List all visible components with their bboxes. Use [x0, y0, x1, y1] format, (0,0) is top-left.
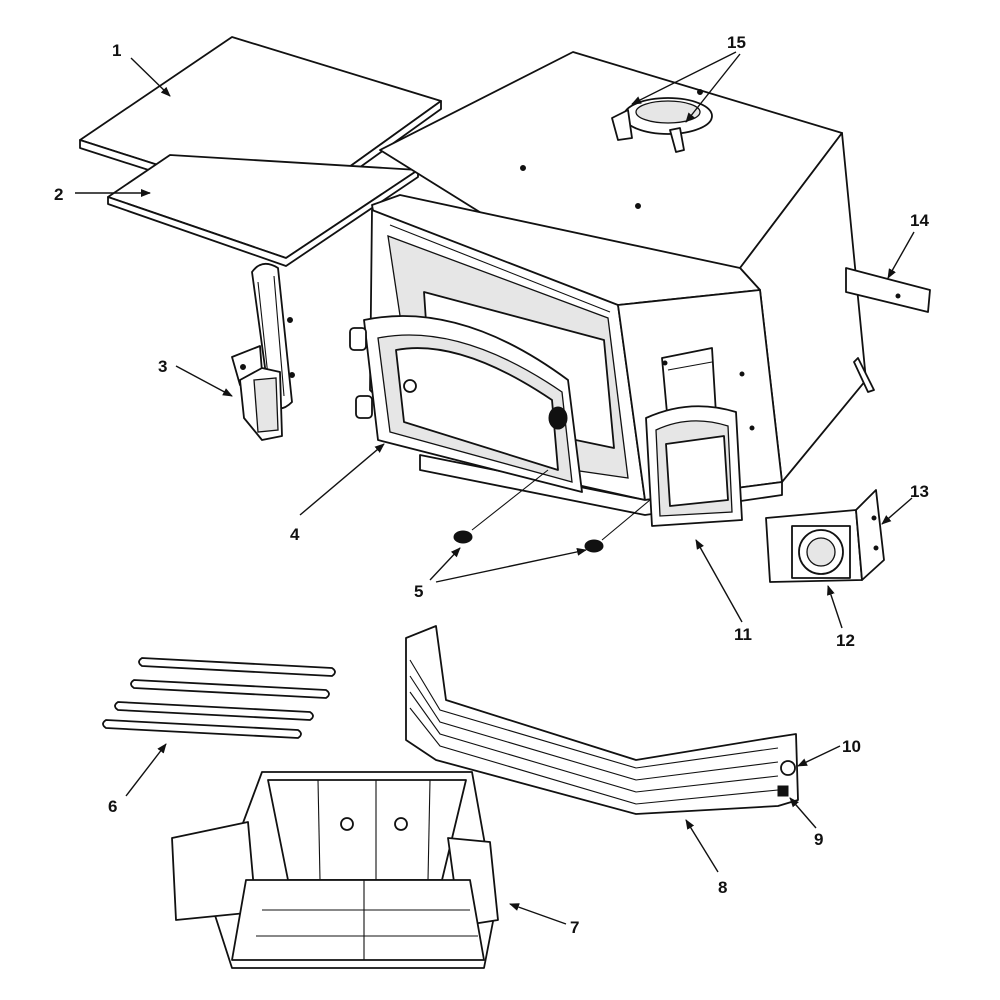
callout-4: 4: [290, 525, 300, 544]
callout-10: 10: [842, 737, 861, 756]
part-7-firebrick: [171, 771, 499, 969]
callout-2: 2: [54, 185, 63, 204]
part-12-13-blower: [765, 489, 885, 583]
callout-7: 7: [570, 918, 579, 937]
leader-lines: [75, 51, 915, 925]
part-14-bracket: [845, 267, 931, 393]
callout-9: 9: [814, 830, 823, 849]
callout-3: 3: [158, 357, 167, 376]
callout-8: 8: [718, 878, 727, 897]
callout-labels: 1 2 3 4 5 6 7 8 9 10 11 12 13 14 15: [54, 33, 929, 937]
part-5-rods: [453, 469, 651, 553]
callout-15: 15: [727, 33, 746, 52]
callout-5: 5: [414, 582, 423, 601]
callout-11: 11: [734, 625, 752, 644]
callout-13: 13: [910, 482, 929, 501]
part-6-tubes: [102, 657, 336, 739]
callout-6: 6: [108, 797, 117, 816]
part-3-side-door: [231, 262, 295, 441]
part-4-front-door: [349, 315, 583, 493]
callout-14: 14: [910, 211, 929, 230]
callout-1: 1: [112, 41, 121, 60]
part-8-surround: [405, 625, 799, 815]
part-11-ash-door: [645, 405, 743, 527]
callout-12: 12: [836, 631, 855, 650]
part-15-flue-collar: [611, 97, 713, 153]
